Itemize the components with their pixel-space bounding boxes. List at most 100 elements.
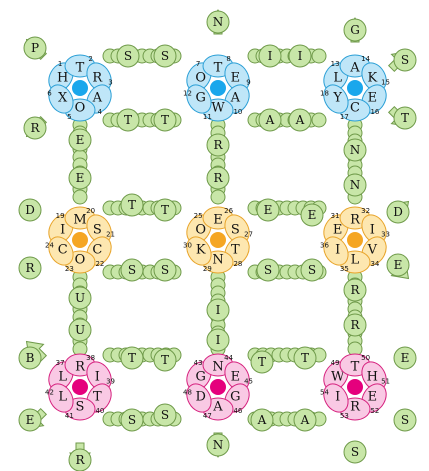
clue-g_s[interactable]: R	[69, 449, 91, 471]
petal-number: 48	[183, 388, 192, 396]
petal-letter: R	[92, 71, 103, 86]
clue-d_w_top[interactable]: D	[19, 199, 41, 221]
clue-be_1[interactable]: R	[207, 134, 229, 156]
petal-number: 45	[244, 378, 253, 386]
petal-number: 34	[370, 260, 379, 268]
clue-letter: I	[216, 333, 221, 347]
clue-h_e_bot[interactable]: A	[251, 409, 273, 431]
clue-dg_2[interactable]: U	[69, 319, 91, 341]
clue-h_e_top[interactable]: T	[251, 351, 273, 373]
clue-be_2[interactable]: R	[207, 167, 229, 189]
clue-ad_1[interactable]: E	[69, 129, 91, 151]
clue-eh_2[interactable]: I	[207, 329, 229, 351]
clue-f_e_top[interactable]: D	[387, 201, 409, 223]
petal-letter: R	[75, 360, 86, 375]
petal-letter: L	[58, 390, 67, 405]
clue-d_e_top[interactable]: T	[121, 194, 143, 216]
clue-letter: R	[75, 453, 85, 467]
clue-letter: T	[301, 351, 309, 365]
clue-letter: T	[161, 353, 169, 367]
clue-letter: E	[401, 351, 410, 365]
clue-letter: S	[264, 263, 272, 277]
clue-cf_1[interactable]: N	[344, 139, 366, 161]
clue-h_s[interactable]: N	[207, 434, 229, 456]
clue-fi_1[interactable]: R	[344, 279, 366, 301]
clue-eh_1[interactable]: I	[207, 299, 229, 321]
clue-cf_2[interactable]: N	[344, 174, 366, 196]
clue-letter: S	[161, 263, 169, 277]
clue-c_e_top[interactable]: S	[394, 49, 416, 71]
clue-c_e_bot[interactable]: T	[394, 107, 416, 129]
clue-fi_2[interactable]: R	[344, 314, 366, 336]
clue-f_w_bot[interactable]: S	[301, 259, 323, 281]
petal-number: 15	[381, 79, 390, 87]
clue-a_sw[interactable]: R	[24, 117, 46, 139]
petal-number: 36	[320, 241, 329, 249]
clue-e_w_bot[interactable]: S	[154, 259, 176, 281]
petal-letter: S	[76, 400, 85, 415]
clue-letter: T	[161, 203, 169, 217]
clue-c_n[interactable]: G	[344, 19, 366, 41]
clue-dg_1[interactable]: U	[69, 287, 91, 309]
clue-g_e_top[interactable]: T	[121, 347, 143, 369]
clue-letter: D	[25, 203, 35, 217]
clue-d_e_bot[interactable]: S	[121, 259, 143, 281]
petal-number: 42	[45, 388, 54, 396]
clue-i_s[interactable]: S	[344, 441, 366, 463]
petal-number: 16	[370, 108, 379, 116]
petal-letter: O	[195, 71, 206, 86]
clue-a_nw[interactable]: P	[24, 37, 46, 59]
clue-letter: T	[258, 355, 266, 369]
clue-letter: I	[216, 303, 221, 317]
clue-f_e_bot[interactable]: E	[387, 254, 409, 276]
snowflake-i: W49T50H51E52R53I54	[319, 354, 391, 420]
clue-letter: E	[76, 171, 85, 185]
petal-letter: I	[335, 243, 340, 258]
petal-number: 30	[183, 241, 192, 249]
petal-letter: A	[230, 91, 241, 106]
clue-e_e_top[interactable]: E	[257, 199, 279, 221]
petal-letter: A	[212, 400, 223, 415]
clue-c_w_bot[interactable]: A	[289, 109, 311, 131]
clue-h_w_top[interactable]: T	[154, 349, 176, 371]
clue-b_e_bot[interactable]: A	[259, 109, 281, 131]
snowflake-h: G43N44E45G46A47D48	[182, 354, 254, 420]
clue-b_n[interactable]: N	[207, 11, 229, 33]
clue-letter: I	[298, 49, 303, 63]
petal-letter: D	[195, 390, 205, 405]
clue-letter: S	[128, 263, 136, 277]
clue-e_e_bot[interactable]: S	[257, 259, 279, 281]
clue-a_e_top[interactable]: S	[117, 45, 139, 67]
clue-a_e_bot[interactable]: T	[117, 109, 139, 131]
petal-letter: O	[75, 253, 86, 268]
clue-b_w_top[interactable]: S	[154, 45, 176, 67]
petal-number: 9	[246, 79, 250, 87]
clue-g_w_bot[interactable]: E	[19, 409, 41, 431]
clue-letter: S	[401, 413, 409, 427]
petal-letter: R	[350, 213, 361, 228]
petal-number: 11	[203, 113, 212, 121]
clue-d_w_bot[interactable]: R	[19, 257, 41, 279]
petal-number: 49	[331, 359, 340, 367]
clue-i_w_bot[interactable]: A	[294, 409, 316, 431]
clue-g_e_bot[interactable]: S	[121, 409, 143, 431]
clue-f_w_top[interactable]: E	[301, 204, 323, 226]
clue-b_e_top[interactable]: I	[259, 45, 281, 67]
clue-e_w_top[interactable]: T	[154, 199, 176, 221]
clue-i_e_bot[interactable]: S	[394, 409, 416, 431]
clue-h_w_bot[interactable]: S	[154, 404, 176, 426]
clue-i_e_top[interactable]: E	[394, 347, 416, 369]
clue-b_w_bot[interactable]: T	[154, 109, 176, 131]
clue-letter: U	[75, 291, 85, 305]
petal-number: 32	[361, 207, 370, 215]
clue-letter: N	[350, 143, 361, 157]
petal-number: 26	[224, 207, 233, 215]
clue-ad_2[interactable]: E	[69, 167, 91, 189]
clue-letter: U	[75, 323, 85, 337]
clue-g_w_top[interactable]: B	[19, 347, 41, 369]
petal-number: 50	[361, 354, 370, 362]
clue-i_w_top[interactable]: T	[294, 347, 316, 369]
petal-number: 23	[65, 265, 74, 273]
clue-c_w_top[interactable]: I	[289, 45, 311, 67]
petal-number: 2	[88, 55, 92, 63]
